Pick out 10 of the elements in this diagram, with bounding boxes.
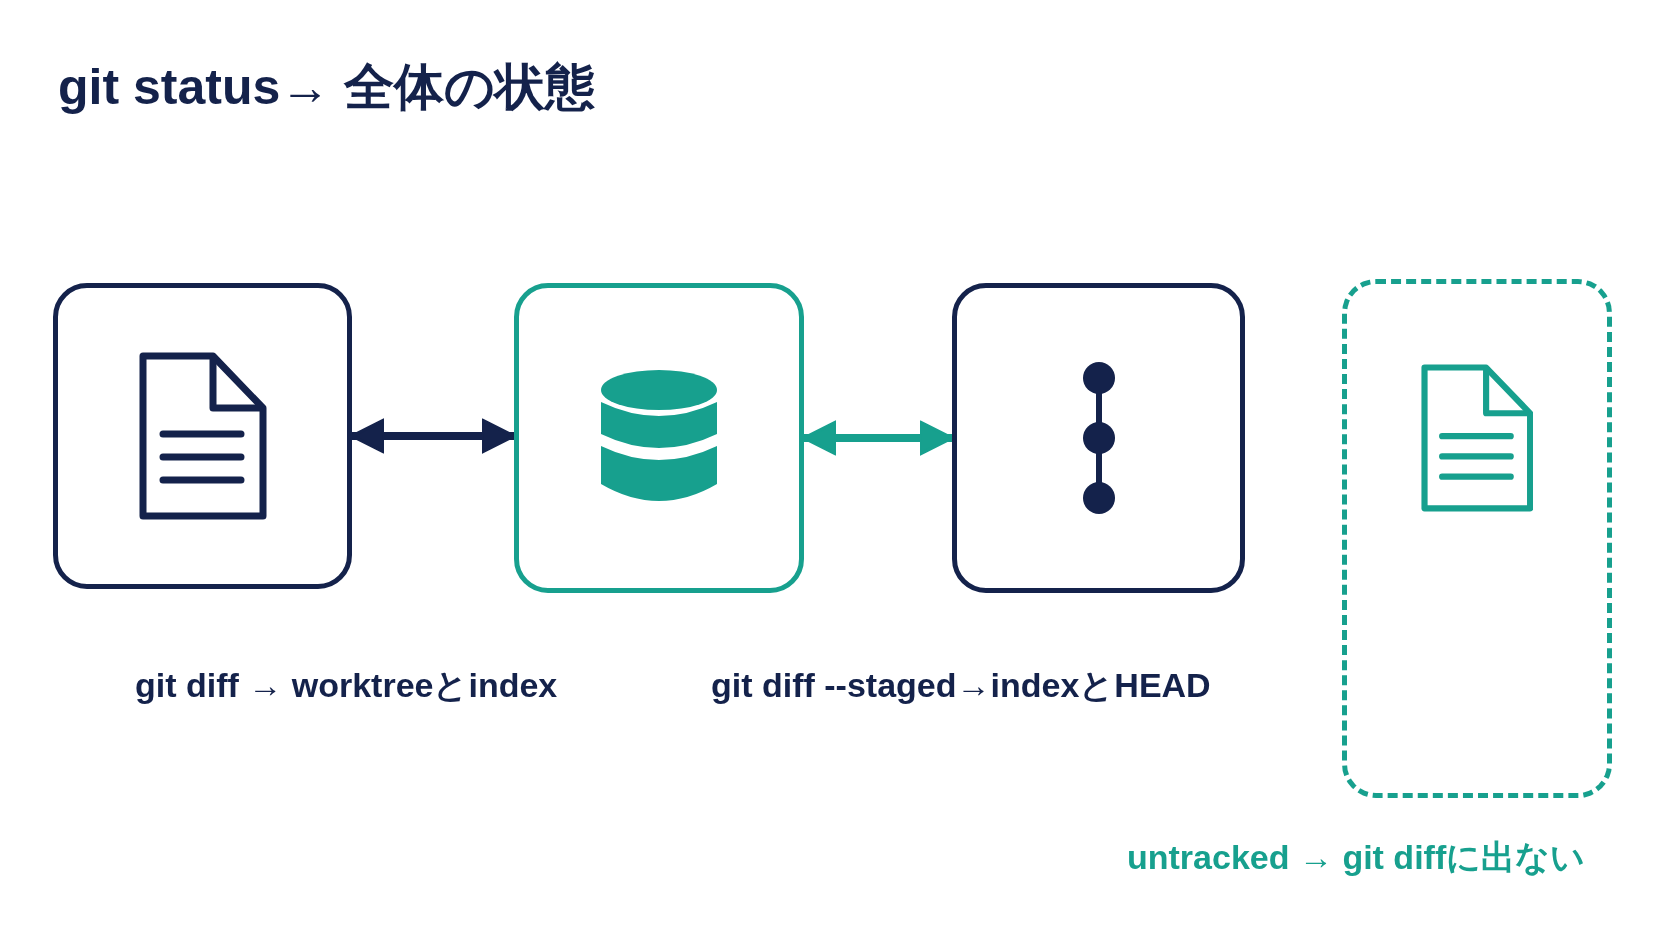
rounded-box xyxy=(952,283,1245,593)
caption-text: untracked → git diffに出ない xyxy=(1127,837,1586,878)
caption-text: git diff → worktreeとindex xyxy=(135,665,558,706)
double-arrow xyxy=(802,420,954,456)
title: git status→ 全体の状態 xyxy=(58,58,596,117)
rounded-box xyxy=(514,283,804,593)
double-arrow xyxy=(350,418,516,454)
caption-text: git diff --staged→indexとHEAD xyxy=(711,665,1211,706)
rounded-box xyxy=(53,283,352,589)
dashed-box xyxy=(1342,279,1612,798)
